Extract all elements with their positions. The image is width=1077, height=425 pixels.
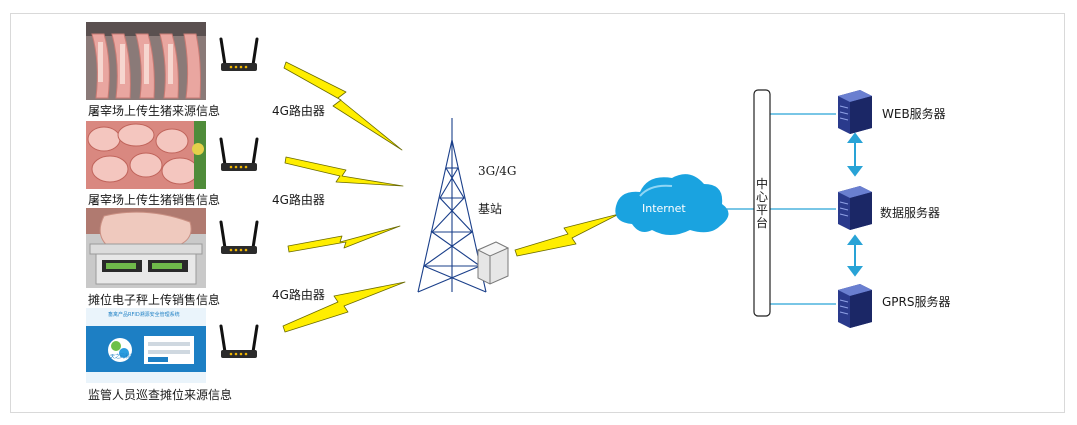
bidirectional-arrow-icon xyxy=(847,234,863,277)
source-label: 监管人员巡查摊位来源信息 xyxy=(88,388,233,402)
bidirectional-arrow-icon xyxy=(847,132,863,177)
lightning-bolt-icon xyxy=(283,61,403,151)
source-label: 屠宰场上传生猪销售信息 xyxy=(88,193,221,207)
router-icon xyxy=(217,218,261,258)
router-icon xyxy=(217,35,261,75)
pork-cuts-photo xyxy=(86,121,206,189)
router-icon xyxy=(217,135,261,175)
server-label: 数据服务器 xyxy=(880,206,941,220)
base-station-cabinet-icon xyxy=(476,241,510,285)
screen-title: 畜禽产品RFID溯源安全管理系统 xyxy=(108,312,180,318)
router-icon xyxy=(217,322,261,362)
pork-carcass-photo xyxy=(86,22,206,100)
server-label: GPRS服务器 xyxy=(882,295,951,309)
router-label: 4G路由器 xyxy=(272,104,325,118)
lightning-bolt-icon xyxy=(282,281,406,333)
web-server-icon xyxy=(836,88,874,134)
center-platform-label: 中心平台 xyxy=(756,177,769,230)
source-label: 屠宰场上传生猪来源信息 xyxy=(88,104,221,118)
network-type-label: 3G/4G xyxy=(478,164,517,178)
software-screen-photo xyxy=(86,308,206,383)
lightning-bolt-icon xyxy=(284,156,404,187)
internet-label: Internet xyxy=(642,202,686,215)
screen-logo-text: 天之码科技 xyxy=(110,354,136,360)
diagram-frame xyxy=(10,13,1065,413)
base-station-label: 基站 xyxy=(478,202,503,216)
center-platform-bar xyxy=(753,89,771,317)
router-label: 4G路由器 xyxy=(272,193,325,207)
lightning-bolt-icon xyxy=(514,213,620,257)
gprs-server-icon xyxy=(836,282,874,328)
internet-cloud-icon xyxy=(615,174,729,235)
lightning-bolt-icon xyxy=(287,225,401,253)
server-label: WEB服务器 xyxy=(882,107,946,121)
electronic-scale-photo xyxy=(86,208,206,288)
cell-tower-icon xyxy=(417,118,487,293)
data-server-icon xyxy=(836,184,874,230)
source-label: 摊位电子秤上传销售信息 xyxy=(88,293,221,307)
router-label: 4G路由器 xyxy=(272,288,325,302)
